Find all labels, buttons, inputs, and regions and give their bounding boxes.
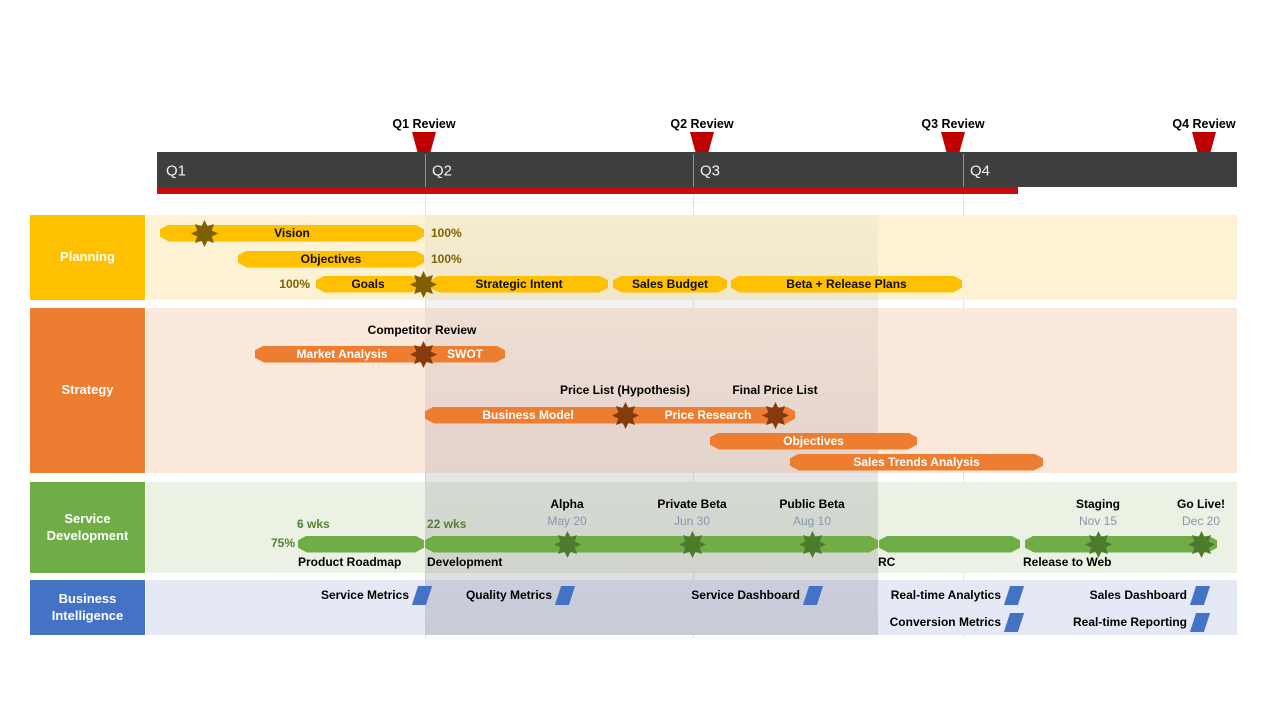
section-label: Planning — [30, 215, 145, 300]
chart-annotation: Product Roadmap — [298, 555, 402, 569]
section-label-text: Service Development — [46, 510, 129, 543]
milestone-star-icon — [1084, 530, 1112, 558]
task-bar — [255, 346, 505, 363]
chart-annotation: 100% — [431, 226, 462, 240]
quarter-label: Q1 — [166, 162, 187, 180]
quarter-divider-band — [693, 154, 694, 187]
quarter-divider-band — [425, 154, 426, 187]
milestone-star-icon — [1187, 530, 1215, 558]
section-label: Service Development — [30, 482, 145, 573]
chart-annotation: May 20 — [547, 514, 587, 528]
chart-annotation: Dec 20 — [1181, 514, 1221, 528]
section-row-bg — [146, 308, 1237, 473]
chart-annotation: Price List (Hypothesis) — [559, 383, 691, 397]
milestone-star-icon — [798, 530, 826, 558]
quarter-label: Q4 — [970, 162, 991, 180]
chart-annotation: Go Live! — [1176, 497, 1226, 511]
milestone-star-icon — [409, 270, 437, 298]
chart-annotation: Staging — [1076, 497, 1120, 511]
task-bar-segment-label: Market Analysis — [296, 347, 388, 361]
task-bar — [298, 536, 424, 553]
review-label: Q3 Review — [921, 116, 985, 131]
task-bar: Sales Budget — [613, 276, 727, 293]
task-bar-segment-label: SWOT — [447, 347, 483, 361]
section-label-text: Planning — [60, 249, 115, 265]
bi-milestone-label: Conversion Metrics — [889, 615, 1001, 629]
chart-annotation: Public Beta — [779, 497, 845, 511]
task-bar: Objectives — [238, 251, 424, 268]
bi-milestone-label: Quality Metrics — [465, 588, 552, 602]
section-label-text: Business Intelligence — [51, 590, 124, 623]
section-row-bg — [146, 580, 1237, 635]
task-bar: Beta + Release Plans — [731, 276, 962, 293]
milestone-star-icon — [409, 340, 437, 368]
bi-milestone-label: Real-time Reporting — [1072, 615, 1187, 629]
bi-milestone-label: Service Metrics — [320, 588, 409, 602]
chart-annotation: Jun 30 — [673, 514, 711, 528]
milestone-star-icon — [553, 530, 581, 558]
task-bar — [425, 407, 795, 424]
chart-annotation: Alpha — [550, 497, 584, 511]
chart-annotation: Development — [427, 555, 503, 569]
milestone-star-icon — [190, 219, 218, 247]
section-label: Business Intelligence — [30, 580, 145, 635]
quarter-label: Q3 — [700, 162, 721, 180]
milestone-star-icon — [761, 401, 789, 429]
timeline-progress-bar — [157, 187, 1018, 194]
quarter-label: Q2 — [432, 162, 453, 180]
section-label: Strategy — [30, 308, 145, 473]
chart-annotation: Release to Web — [1023, 555, 1112, 569]
chart-annotation: 75% — [270, 536, 295, 550]
task-bar — [1025, 536, 1217, 553]
chart-annotation: Aug 10 — [792, 514, 832, 528]
milestone-star-icon — [611, 401, 639, 429]
bi-milestone-label: Service Dashboard — [691, 588, 800, 602]
review-label: Q2 Review — [670, 116, 734, 131]
chart-annotation: 100% — [279, 277, 310, 291]
chart-annotation: Nov 15 — [1078, 514, 1118, 528]
task-bar-segment-label: Business Model — [482, 408, 574, 422]
task-bar: Strategic Intent — [430, 276, 608, 293]
task-bar-segment-label: Price Research — [664, 408, 752, 422]
timeline-band — [157, 152, 1237, 187]
chart-annotation: Competitor Review — [367, 323, 477, 337]
chart-annotation: RC — [878, 555, 896, 569]
chart-annotation: Private Beta — [657, 497, 727, 511]
chart-annotation: 6 wks — [297, 517, 330, 531]
chart-annotation: 22 wks — [427, 517, 467, 531]
section-label-text: Strategy — [61, 382, 114, 398]
task-bar — [425, 536, 878, 553]
task-bar: Objectives — [710, 433, 917, 450]
quarter-divider-band — [963, 154, 964, 187]
task-bar — [879, 536, 1020, 553]
task-bar: Sales Trends Analysis — [790, 454, 1043, 471]
chart-annotation: 100% — [431, 252, 462, 266]
section-row-bg — [146, 482, 1237, 573]
task-bar: Vision — [160, 225, 424, 242]
task-bar: Goals — [316, 276, 420, 293]
bi-milestone-label: Real-time Analytics — [890, 588, 1001, 602]
bi-milestone-label: Sales Dashboard — [1089, 588, 1187, 602]
milestone-star-icon — [678, 530, 706, 558]
review-label: Q4 Review — [1172, 116, 1236, 131]
chart-annotation: Final Price List — [732, 383, 818, 397]
review-label: Q1 Review — [392, 116, 456, 131]
